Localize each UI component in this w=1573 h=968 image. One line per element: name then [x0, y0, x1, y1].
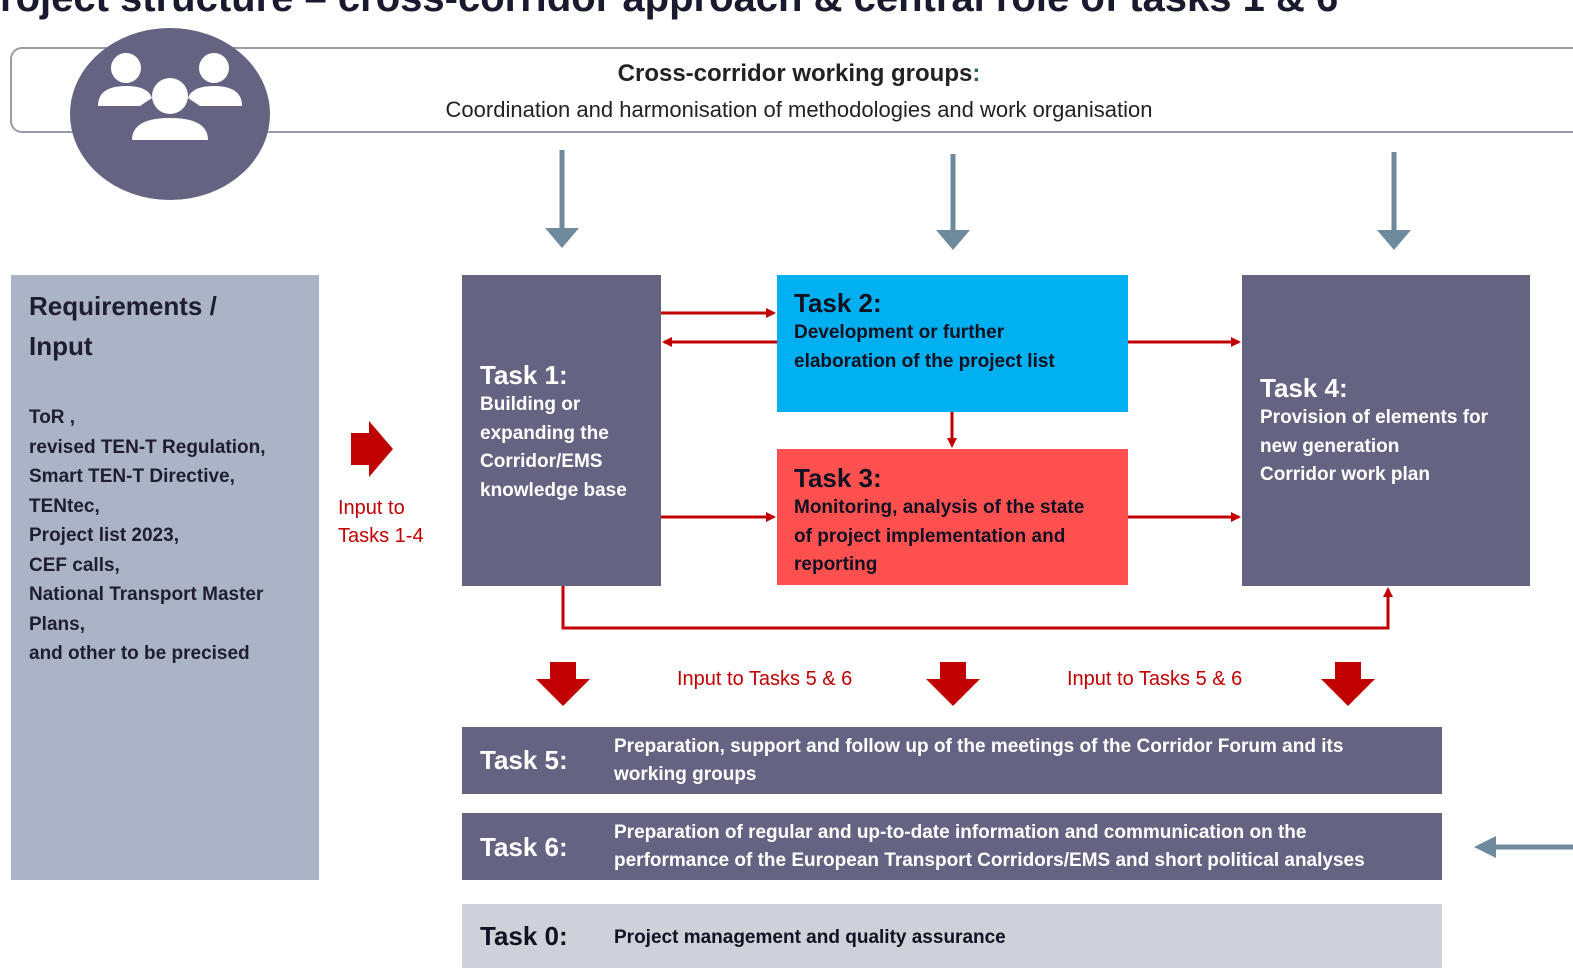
requirements-item: National Transport Master: [29, 584, 264, 605]
task6-desc-line: Preparation of regular and up-to-date in…: [614, 822, 1307, 843]
task0-label: Task 0:: [480, 921, 568, 951]
input-arrow-right: [351, 421, 393, 477]
task3-desc-line: of project implementation and: [794, 525, 1066, 547]
people-group-icon-graphic: [98, 53, 242, 140]
cross-corridor-banner: [10, 47, 1573, 133]
banner-title: Cross-corridor working groups:: [0, 60, 1573, 88]
task2-label: Task 2:: [794, 288, 882, 318]
requirements-item: Project list 2023,: [29, 525, 179, 546]
input-tasks-5-6-label: Input to Tasks 5 & 6: [1067, 668, 1243, 690]
requirements-item: CEF calls,: [29, 554, 120, 576]
task4-desc-line: new generation: [1260, 435, 1400, 457]
requirements-item: Plans,: [29, 613, 85, 635]
task2-content: Task 2: Development or further elaborati…: [794, 288, 1055, 376]
grey-arrowhead: [1474, 836, 1496, 858]
task3-desc-line: reporting: [794, 554, 878, 575]
task4-content: Task 4: Provision of elements for new ge…: [1260, 373, 1488, 490]
down-arrow-to-task5: [926, 662, 980, 706]
task2-desc-line: elaboration of the project list: [794, 350, 1055, 372]
requirements-title-line1: Requirements /: [29, 291, 217, 321]
red-block-arrows: [351, 421, 1375, 706]
task1-box: [462, 275, 661, 586]
requirements-item: and other to be precised: [29, 643, 250, 664]
task4-desc-line: Corridor work plan: [1260, 464, 1430, 485]
task3-content: Task 3: Monitoring, analysis of the stat…: [794, 463, 1084, 580]
task2-box: [777, 275, 1128, 412]
task1-content: Task 1: Building or expanding the Corrid…: [480, 360, 627, 505]
task3-label: Task 3:: [794, 463, 882, 493]
requirements-item: revised TEN-T Regulation,: [29, 436, 266, 458]
task4-box: [1242, 275, 1530, 586]
task1-desc-line: Corridor/EMS: [480, 451, 603, 472]
task1-desc-line: expanding the: [480, 422, 609, 444]
requirements-item: TENtec,: [29, 495, 100, 517]
requirements-list: ToR , revised TEN-T Regulation, Smart TE…: [29, 403, 314, 669]
task0-desc-line: Project management and quality assurance: [614, 927, 1006, 948]
input-label-line1: Input to: [338, 497, 405, 519]
task0-desc: Project management and quality assurance: [614, 924, 1006, 952]
task6-desc: Preparation of regular and up-to-date in…: [614, 819, 1365, 875]
task5-bar: [462, 727, 1442, 794]
requirements-item: Smart TEN-T Directive,: [29, 466, 235, 487]
task2-desc-line: Development or further: [794, 322, 1005, 343]
task1-label: Task 1:: [480, 360, 568, 390]
red-connectors: [561, 308, 1393, 630]
requirements-title: Requirements / Input: [29, 286, 309, 366]
task4-desc-line: Provision of elements for: [1260, 407, 1489, 428]
task3-desc-line: Monitoring, analysis of the state: [794, 497, 1085, 518]
task1-desc-line: knowledge base: [480, 479, 627, 501]
input-label-line2: Tasks 1-4: [338, 525, 424, 547]
task3-box: [777, 449, 1128, 585]
down-arrow-to-task5: [536, 662, 590, 706]
banner-title-text: Cross-corridor working groups: [617, 60, 973, 87]
task5-label: Task 5:: [480, 745, 568, 775]
banner-title-colon: :: [972, 60, 981, 87]
requirements-title-line2: Input: [29, 331, 93, 361]
banner-subtitle: Coordination and harmonisation of method…: [445, 97, 1153, 122]
task5-desc: Preparation, support and follow up of th…: [614, 733, 1343, 789]
task6-desc-line: performance of the European Transport Co…: [614, 850, 1365, 871]
grey-down-arrows: [545, 150, 1573, 858]
grey-arrowhead: [1377, 230, 1411, 250]
task6-label: Task 6:: [480, 832, 568, 862]
arrow-task1-to-task4-bottom: [561, 586, 1393, 630]
input-tasks-1-4-label: Input to Tasks 1-4: [338, 494, 424, 550]
people-group-icon: [70, 28, 270, 200]
task5-desc-line: working groups: [614, 764, 757, 785]
page-title: roject structure – cross-corridor approa…: [0, 0, 1338, 21]
task4-label: Task 4:: [1260, 373, 1348, 403]
grey-arrowhead: [545, 228, 579, 248]
grey-arrowhead: [936, 230, 970, 250]
requirements-panel: [11, 275, 319, 880]
down-arrow-to-task5: [1321, 662, 1375, 706]
task6-bar: [462, 813, 1442, 880]
requirements-item: ToR ,: [29, 407, 76, 428]
task1-desc-line: Building or: [480, 394, 581, 415]
task5-desc-line: Preparation, support and follow up of th…: [614, 736, 1344, 757]
task0-bar: [462, 904, 1442, 968]
input-tasks-5-6-label: Input to Tasks 5 & 6: [677, 668, 853, 690]
